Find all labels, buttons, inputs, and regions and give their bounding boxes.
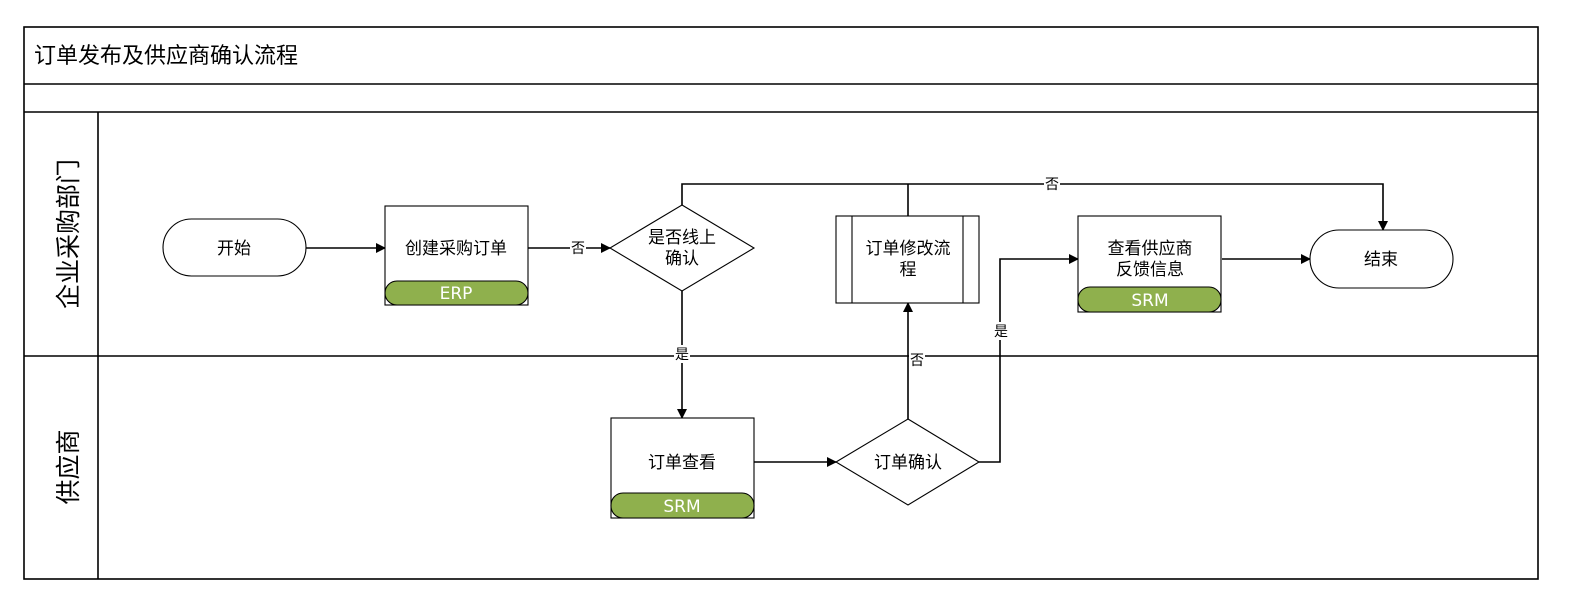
node-order-modify-label-2: 程 xyxy=(900,260,917,280)
edge-confirm-yes-to-feedback xyxy=(979,254,1079,463)
node-order-view-label: 订单查看 xyxy=(648,453,716,473)
node-view-feedback-system: SRM xyxy=(1131,291,1168,311)
system-tag-srm-view xyxy=(610,492,755,519)
node-online-confirm-decision[interactable]: 是否线上 确认 xyxy=(608,204,756,292)
node-online-confirm-label-2: 确认 xyxy=(665,249,699,269)
node-online-confirm-label-1: 是否线上 xyxy=(648,228,716,248)
node-order-modify-label-1: 订单修改流 xyxy=(866,239,951,259)
node-end[interactable]: 结束 xyxy=(1309,229,1454,289)
node-order-view-system: SRM xyxy=(663,497,700,517)
edge-label-no-confirm: 否 xyxy=(910,353,924,369)
node-view-feedback-label-2: 反馈信息 xyxy=(1116,260,1184,280)
system-tag-erp xyxy=(384,280,529,306)
node-view-feedback-label-1: 查看供应商 xyxy=(1108,239,1193,259)
edge-label-no-1: 否 xyxy=(571,241,585,257)
edge-decision-top-to-end xyxy=(681,183,1388,231)
edge-label-no-top: 否 xyxy=(1045,177,1059,193)
diagram-title: 订单发布及供应商确认流程 xyxy=(34,44,298,69)
node-end-label: 结束 xyxy=(1364,250,1398,270)
edge-label-yes-confirm: 是 xyxy=(994,324,1008,340)
edge-label-yes-decision: 是 xyxy=(675,347,689,363)
node-create-po[interactable]: 创建采购订单 ERP xyxy=(384,205,529,306)
connectors xyxy=(306,183,1388,467)
node-order-modify-subprocess[interactable]: 订单修改流 程 xyxy=(835,215,980,304)
node-order-confirm-label: 订单确认 xyxy=(874,453,942,473)
swimlane-frame xyxy=(23,26,1539,580)
lane-label-enterprise: 企业采购部门 xyxy=(54,159,83,309)
lane-label-supplier: 供应商 xyxy=(54,429,83,504)
node-order-view[interactable]: 订单查看 SRM xyxy=(610,417,755,519)
node-view-feedback[interactable]: 查看供应商 反馈信息 SRM xyxy=(1077,215,1222,313)
node-start-label: 开始 xyxy=(217,239,251,259)
node-order-confirm-decision[interactable]: 订单确认 xyxy=(834,418,981,506)
node-start[interactable]: 开始 xyxy=(162,218,307,277)
node-create-po-label: 创建采购订单 xyxy=(405,239,507,259)
node-create-po-system: ERP xyxy=(440,284,473,304)
system-tag-srm-feedback xyxy=(1077,286,1222,313)
